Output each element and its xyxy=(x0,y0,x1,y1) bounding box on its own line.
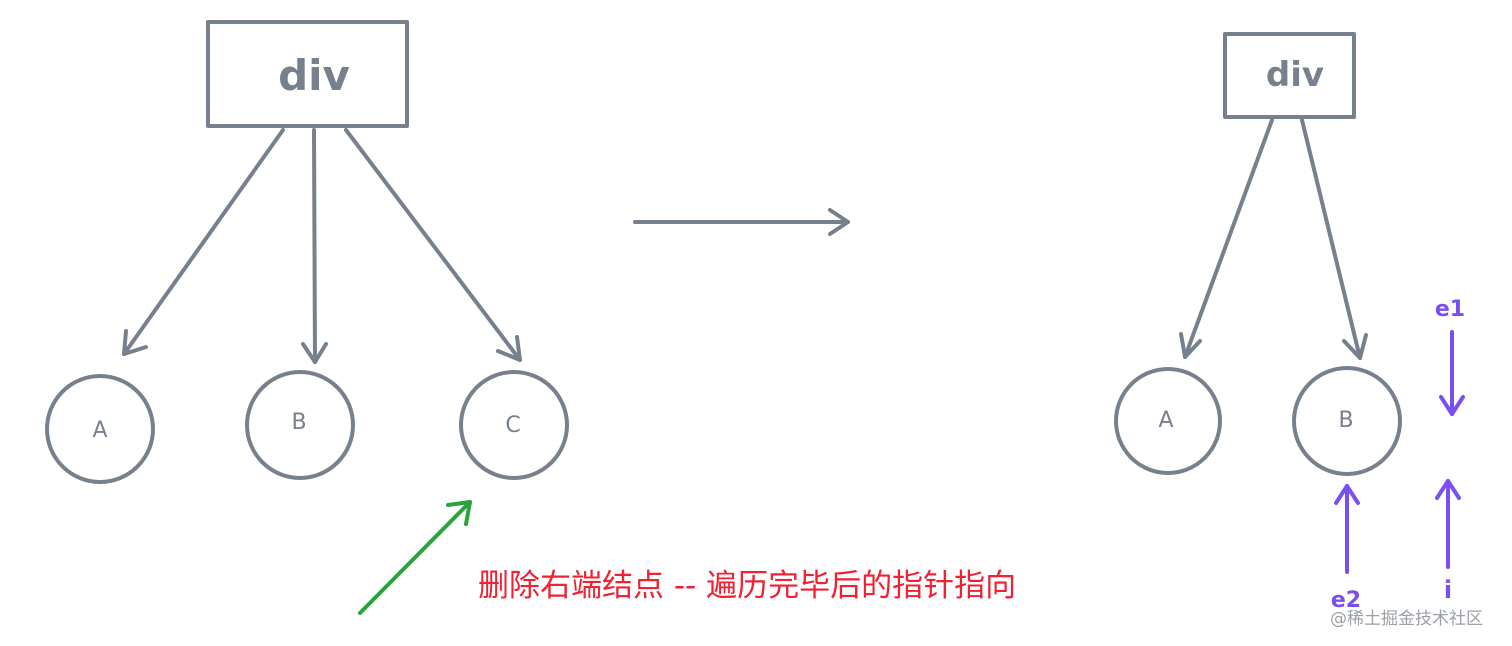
before-node-a-label: A xyxy=(92,418,107,443)
highlight-arrow xyxy=(358,500,472,615)
pointer-i-arrow xyxy=(1435,479,1461,569)
pointer-e1-label: e1 xyxy=(1435,297,1465,322)
after-node-b-label: B xyxy=(1338,408,1353,433)
after-root-label: div xyxy=(1266,55,1324,95)
before-node-c-label: C xyxy=(505,413,520,438)
after-edge-a xyxy=(1179,118,1274,359)
before-root-box xyxy=(206,20,409,128)
watermark: @稀土掘金技术社区 xyxy=(1330,609,1483,629)
after-node-b-circle xyxy=(1292,366,1402,476)
after-node-a-label: A xyxy=(1158,408,1173,433)
before-node-b-label: B xyxy=(291,410,306,435)
pointer-e1-arrow xyxy=(1439,330,1465,416)
before-node-a-circle xyxy=(45,374,155,484)
after-root-box xyxy=(1223,32,1356,119)
annotation-text: 删除右端结点 -- 遍历完毕后的指针指向 xyxy=(478,568,1017,604)
after-edge-b xyxy=(1300,118,1368,360)
before-edge-b xyxy=(301,128,328,364)
after-node-a-circle xyxy=(1114,367,1222,475)
before-edge-c xyxy=(344,128,522,362)
transition-arrow xyxy=(633,208,850,236)
before-edge-a xyxy=(122,128,285,356)
before-root-label: div xyxy=(278,51,350,100)
pointer-e2-label: e2 xyxy=(1331,588,1361,613)
pointer-e2-arrow xyxy=(1334,484,1360,574)
before-node-b-circle xyxy=(245,370,355,480)
before-node-c-circle xyxy=(459,370,569,480)
pointer-i-label: i xyxy=(1444,576,1452,604)
